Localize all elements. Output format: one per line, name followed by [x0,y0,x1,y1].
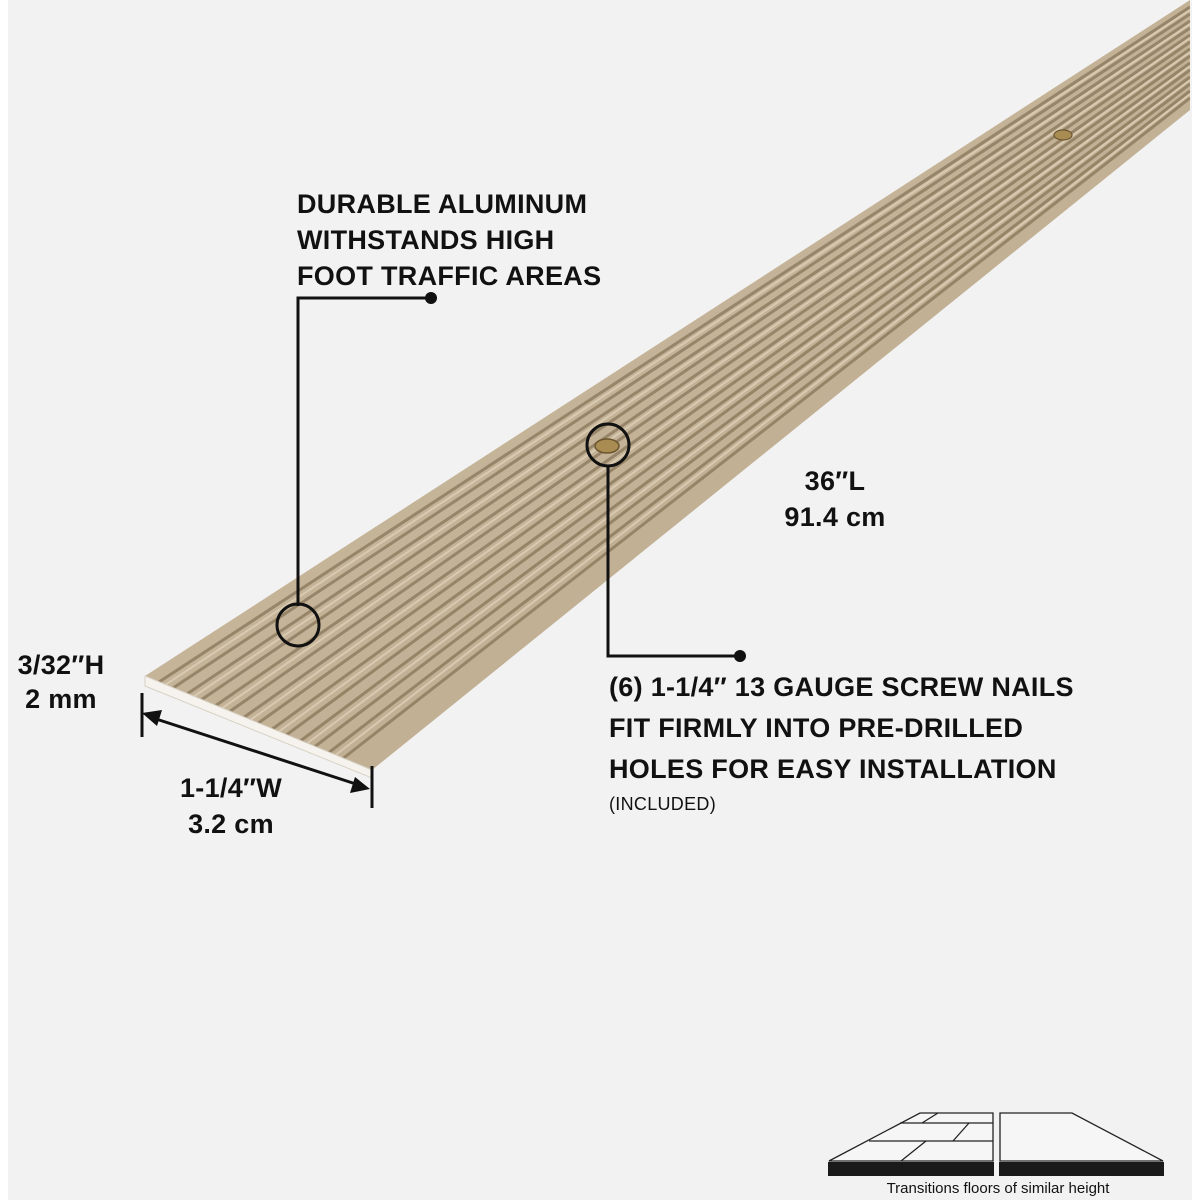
floor-transition-caption: Transitions floors of similar height [886,1180,1110,1197]
fastener-callout: (6) 1-1/4″ 13 GAUGE SCREW NAILS FIT FIRM… [609,667,1074,818]
height-imperial: 3/32″H [17,650,105,680]
width-metric: 3.2 cm [188,809,274,839]
length-dimension-label: 36″L 91.4 cm [780,463,890,535]
floor-transition-icon [828,1112,1164,1176]
width-dimension-label: 1-1/4″W 3.2 cm [166,770,296,842]
aluminum-strip [144,0,1190,779]
screw-nail-icon [1053,129,1073,141]
durability-leader-line [275,296,431,648]
strip-flutes [158,5,1190,762]
fastener-leader-line [585,422,740,658]
width-dimension-arrow [140,693,374,808]
height-metric: 2 mm [25,684,97,714]
width-imperial: 1-1/4″W [179,773,283,803]
height-dimension-label: 3/32″H 2 mm [6,648,116,716]
fastener-callout-note: (INCLUDED) [609,794,717,814]
durability-callout-line: FOOT TRAFFIC AREAS [297,261,602,291]
durability-callout: DURABLE ALUMINUM WITHSTANDS HIGH FOOT TR… [297,186,601,294]
fastener-callout-line: (6) 1-1/4″ 13 GAUGE SCREW NAILS [609,672,1074,702]
fastener-callout-line: HOLES FOR EASY INSTALLATION [609,754,1057,784]
screw-nail-icon [594,438,620,454]
length-imperial: 36″L [804,466,866,496]
durability-callout-line: WITHSTANDS HIGH [297,225,555,255]
durability-callout-line: DURABLE ALUMINUM [297,189,588,219]
fastener-callout-line: FIT FIRMLY INTO PRE-DRILLED [609,713,1024,743]
leader-dot-icon [425,292,437,304]
leader-dot-icon [734,650,746,662]
length-metric: 91.4 cm [784,502,886,532]
